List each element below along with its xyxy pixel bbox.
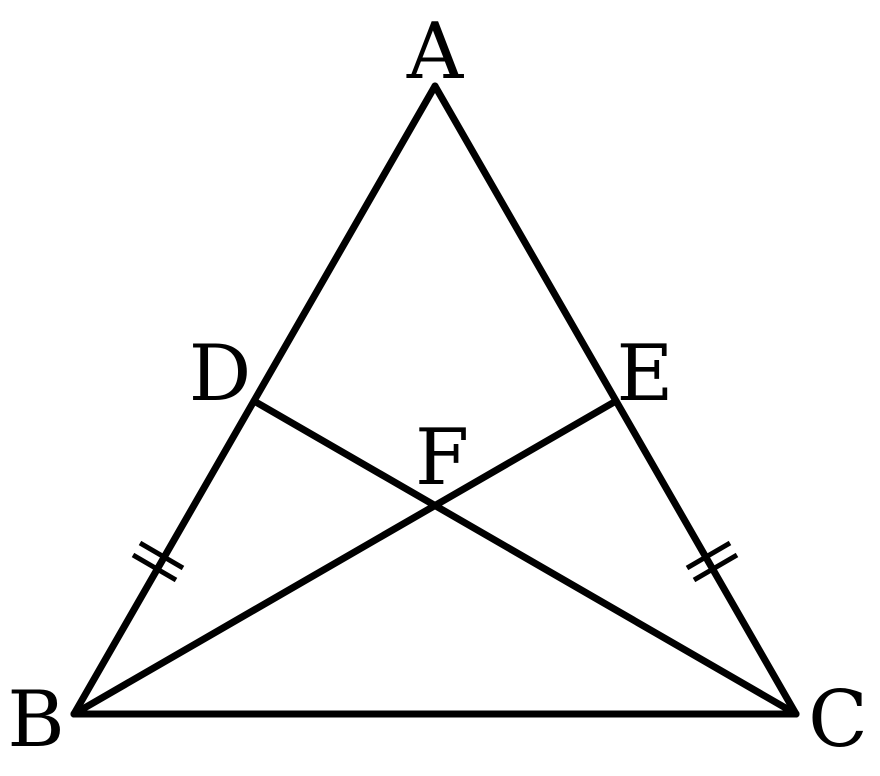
label-d: D	[189, 329, 252, 419]
label-f: F	[415, 413, 469, 503]
label-a: A	[406, 7, 465, 97]
tick-db-2	[131, 552, 178, 583]
segment-be	[70, 397, 620, 718]
tick-ec-2	[692, 552, 739, 583]
label-b: B	[7, 675, 64, 765]
tick-ec-1	[685, 540, 732, 571]
tick-db-1	[138, 540, 185, 571]
equal-mark-ec	[685, 540, 739, 583]
label-e: E	[617, 329, 674, 419]
segment-cd	[250, 397, 800, 718]
label-c: C	[808, 675, 868, 765]
equal-mark-db	[131, 540, 185, 583]
